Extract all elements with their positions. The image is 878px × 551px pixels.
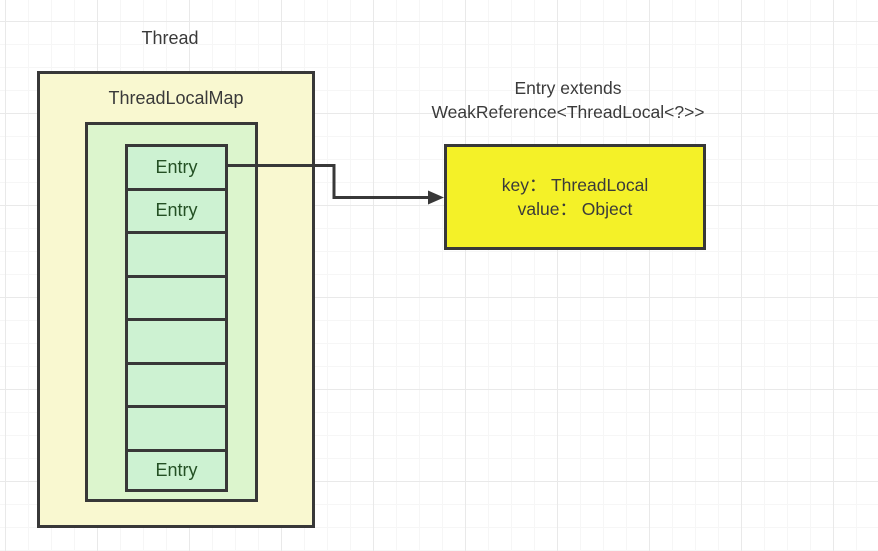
entry-cell [125,318,228,362]
entry-extends-heading-line2: WeakReference<ThreadLocal<?>> [431,102,705,122]
entry-extends-heading: Entry extends WeakReference<ThreadLocal<… [400,76,736,124]
entry-detail-value-line: value： Object [517,199,633,219]
entry-cell [125,405,228,449]
entry-extends-heading-line1: Entry extends [514,78,622,98]
entry-cell [125,231,228,275]
entry-cell [125,274,228,318]
entry-detail-key-line: key： ThreadLocal [501,175,649,195]
arrowhead-icon [428,190,444,205]
entry-stack: Entry Entry Entry [125,144,228,492]
thread-label: Thread [141,28,199,48]
entry-detail-box: key： ThreadLocal value： Object [444,144,706,250]
entry-cell: Entry [125,144,228,188]
entry-cell [125,361,228,405]
thread-local-map-title: ThreadLocalMap [108,88,244,108]
entry-cell: Entry [125,187,228,231]
entry-cell: Entry [125,448,228,492]
